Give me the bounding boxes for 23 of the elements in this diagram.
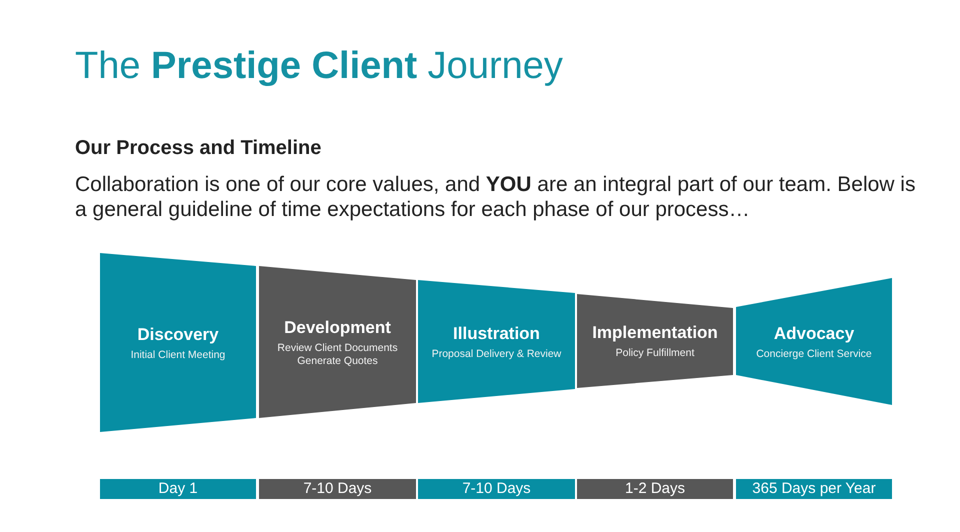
phase-description: Initial Client Meeting bbox=[130, 348, 226, 362]
duration-bar: Day 1 bbox=[100, 479, 256, 499]
phase-description: Proposal Delivery & Review bbox=[432, 348, 562, 360]
phase-trapezoid bbox=[736, 278, 892, 405]
phase-title: Implementation bbox=[592, 322, 718, 343]
phase-trapezoid bbox=[577, 294, 733, 388]
duration-bar: 7-10 Days bbox=[418, 479, 575, 499]
phase-title: Development bbox=[284, 316, 391, 338]
phase-description: Concierge Client Service bbox=[756, 348, 872, 360]
phase-title: Advocacy bbox=[774, 322, 854, 344]
phase-trapezoid bbox=[100, 253, 256, 432]
section-heading: Our Process and Timeline bbox=[75, 136, 322, 161]
phase-description: Policy Fulfillment bbox=[616, 347, 694, 360]
phase-title: Discovery bbox=[137, 324, 219, 344]
page-title: The Prestige Client Journey bbox=[75, 44, 563, 89]
duration-bar: 7-10 Days bbox=[259, 479, 416, 499]
phase-trapezoid bbox=[259, 266, 416, 418]
intro-paragraph: Collaboration is one of our core values, and YOU are an integral part of our team. Below is a general guideline of time expectations for each phase of our process… bbox=[75, 172, 916, 222]
phase-title: Illustration bbox=[453, 322, 540, 344]
duration-bar: 365 Days per Year bbox=[736, 479, 892, 499]
phase-trapezoid bbox=[418, 280, 575, 403]
phase-description: Review Client Documents Generate Quotes bbox=[276, 342, 399, 368]
duration-bar: 1-2 Days bbox=[577, 479, 733, 499]
